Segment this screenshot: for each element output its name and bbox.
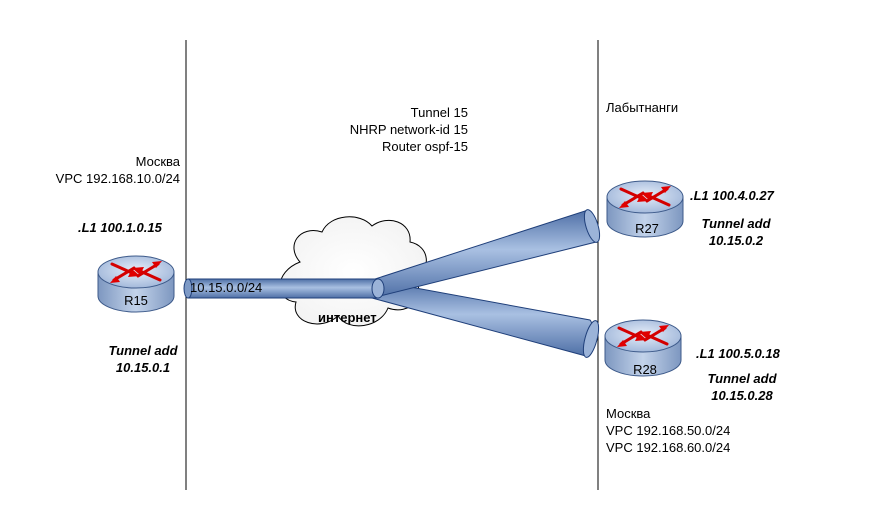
router-r27-tunnel-addr: 10.15.0.2 xyxy=(709,233,764,248)
router-r15-name: R15 xyxy=(124,293,148,308)
router-r28-l1: .L1 100.5.0.18 xyxy=(696,346,781,361)
tunnel-info-line-2: NHRP network-id 15 xyxy=(350,122,468,137)
router-r15-l1: .L1 100.1.0.15 xyxy=(78,220,163,235)
router-r28-tunnel-addr: 10.15.0.28 xyxy=(711,388,773,403)
router-r27-l1: .L1 100.4.0.27 xyxy=(690,188,775,203)
router-r15-tunnel-addr: 10.15.0.1 xyxy=(116,360,170,375)
cloud-label: интернет xyxy=(318,310,377,325)
tunnel-pipes xyxy=(183,209,601,358)
router-r28-name: R28 xyxy=(633,362,657,377)
router-r28-tunnel-label: Tunnel add xyxy=(707,371,777,386)
tunnel-subnet-label: 10.15.0.0/24 xyxy=(190,280,262,295)
router-r15-tunnel-label: Tunnel add xyxy=(108,343,178,358)
tunnel-info-line-3: Router ospf-15 xyxy=(382,139,468,154)
right-bottom-site-vpc-1: VPC 192.168.50.0/24 xyxy=(606,423,730,438)
left-site-vpc: VPC 192.168.10.0/24 xyxy=(56,171,180,186)
tunnel-info-line-1: Tunnel 15 xyxy=(411,105,468,120)
left-site-city: Москва xyxy=(136,154,181,169)
right-bottom-site-vpc-2: VPC 192.168.60.0/24 xyxy=(606,440,730,455)
right-bottom-site-city: Москва xyxy=(606,406,651,421)
right-top-site-city: Лабытнанги xyxy=(606,100,678,115)
router-r27-tunnel-label: Tunnel add xyxy=(701,216,771,231)
router-r27-name: R27 xyxy=(635,221,659,236)
